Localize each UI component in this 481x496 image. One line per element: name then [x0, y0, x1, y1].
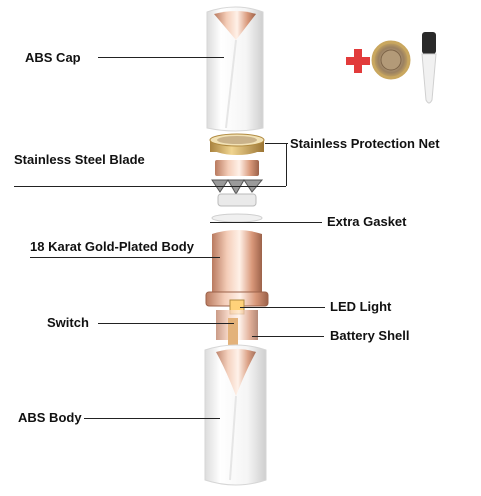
label-battery-shell: Battery Shell — [330, 328, 410, 343]
accessories — [346, 32, 437, 104]
label-abs-cap: ABS Cap — [25, 50, 81, 65]
label-steel-blade: Stainless Steel Blade — [14, 152, 145, 167]
extra-gasket-part — [211, 213, 263, 223]
label-abs-body: ABS Body — [18, 410, 82, 425]
gold-body-part — [205, 230, 269, 315]
label-switch: Switch — [47, 315, 89, 330]
abs-body-part — [204, 344, 267, 486]
leader-steel-blade — [14, 172, 286, 187]
label-protection-net: Stainless Protection Net — [290, 136, 440, 151]
label-extra-gasket: Extra Gasket — [327, 214, 407, 229]
abs-cap-part — [206, 6, 264, 132]
leader-gold-body — [30, 257, 220, 258]
protection-net-part — [209, 133, 265, 155]
label-gold-body: 18 Karat Gold-Plated Body — [30, 239, 194, 254]
leader-abs-cap — [98, 57, 224, 58]
battery-shell-part — [216, 310, 258, 348]
leader-abs-body — [84, 418, 220, 419]
leader-led-light — [240, 307, 325, 308]
steel-blade-part — [211, 160, 264, 207]
leader-steel-blade-up — [286, 143, 287, 186]
cleaning-brush — [421, 32, 437, 104]
plus-icon — [346, 49, 370, 73]
leader-protection-net — [265, 143, 288, 144]
leader-switch — [98, 323, 234, 324]
leader-battery-shell — [252, 336, 324, 337]
label-led-light: LED Light — [330, 299, 392, 314]
leader-extra-gasket — [210, 222, 322, 223]
